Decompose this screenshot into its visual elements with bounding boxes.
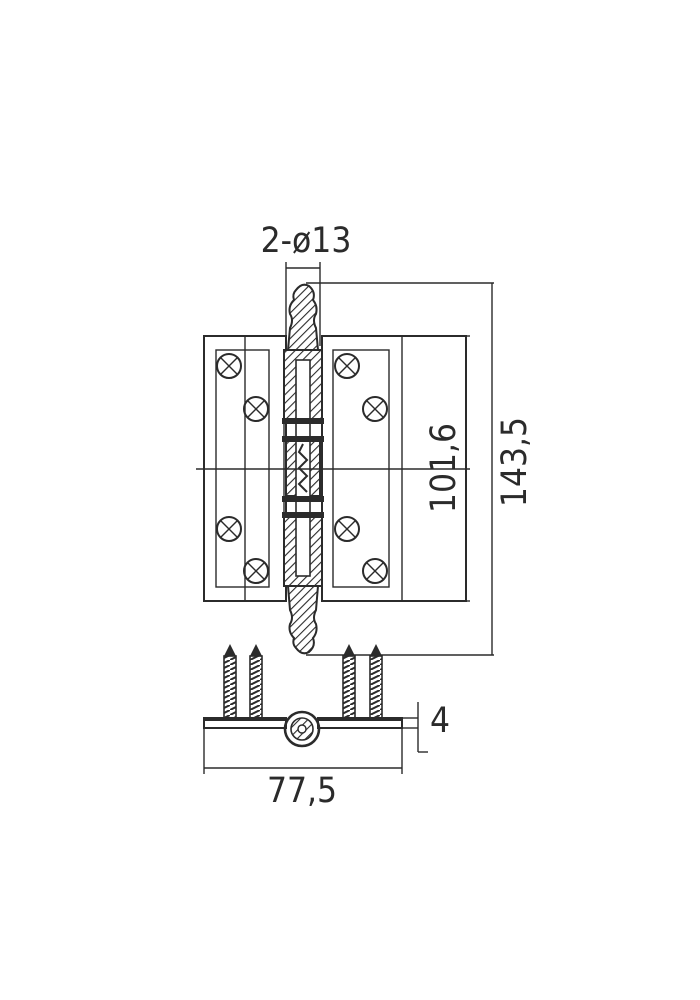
overall-height-label: 143,5	[495, 417, 535, 507]
dimension-open-width: 77,5	[203, 728, 403, 811]
screw-hole-icon	[362, 396, 388, 422]
screw-holes	[216, 353, 388, 584]
dimension-thickness: 4	[402, 701, 450, 753]
bottom-finial	[286, 585, 320, 655]
screw-hole-icon	[334, 516, 360, 542]
screw-hole-icon	[216, 353, 242, 379]
dimension-leaf-height: 101,6	[424, 335, 470, 602]
side-view	[203, 644, 403, 748]
open-width-label: 77,5	[267, 771, 337, 811]
thickness-label: 4	[430, 701, 450, 741]
leaf-height-label: 101,6	[424, 423, 464, 513]
screw-hole-icon	[216, 516, 242, 542]
screw-icon	[342, 644, 356, 719]
screw-hole-icon	[362, 558, 388, 584]
dimension-pin-diameter: 2-ø13	[261, 221, 352, 346]
dimension-overall-height: 143,5	[306, 282, 535, 656]
hinge-pin-section	[282, 283, 324, 655]
knuckle-icon	[283, 710, 321, 748]
screw-hole-icon	[334, 353, 360, 379]
screw-hole-icon	[243, 396, 269, 422]
screw-hole-icon	[243, 558, 269, 584]
front-view	[196, 283, 470, 655]
top-finial	[286, 283, 320, 351]
screw-icon	[223, 644, 237, 719]
screw-icon	[369, 644, 383, 719]
screw-icon	[249, 644, 263, 719]
pin-diameter-label: 2-ø13	[261, 221, 352, 261]
